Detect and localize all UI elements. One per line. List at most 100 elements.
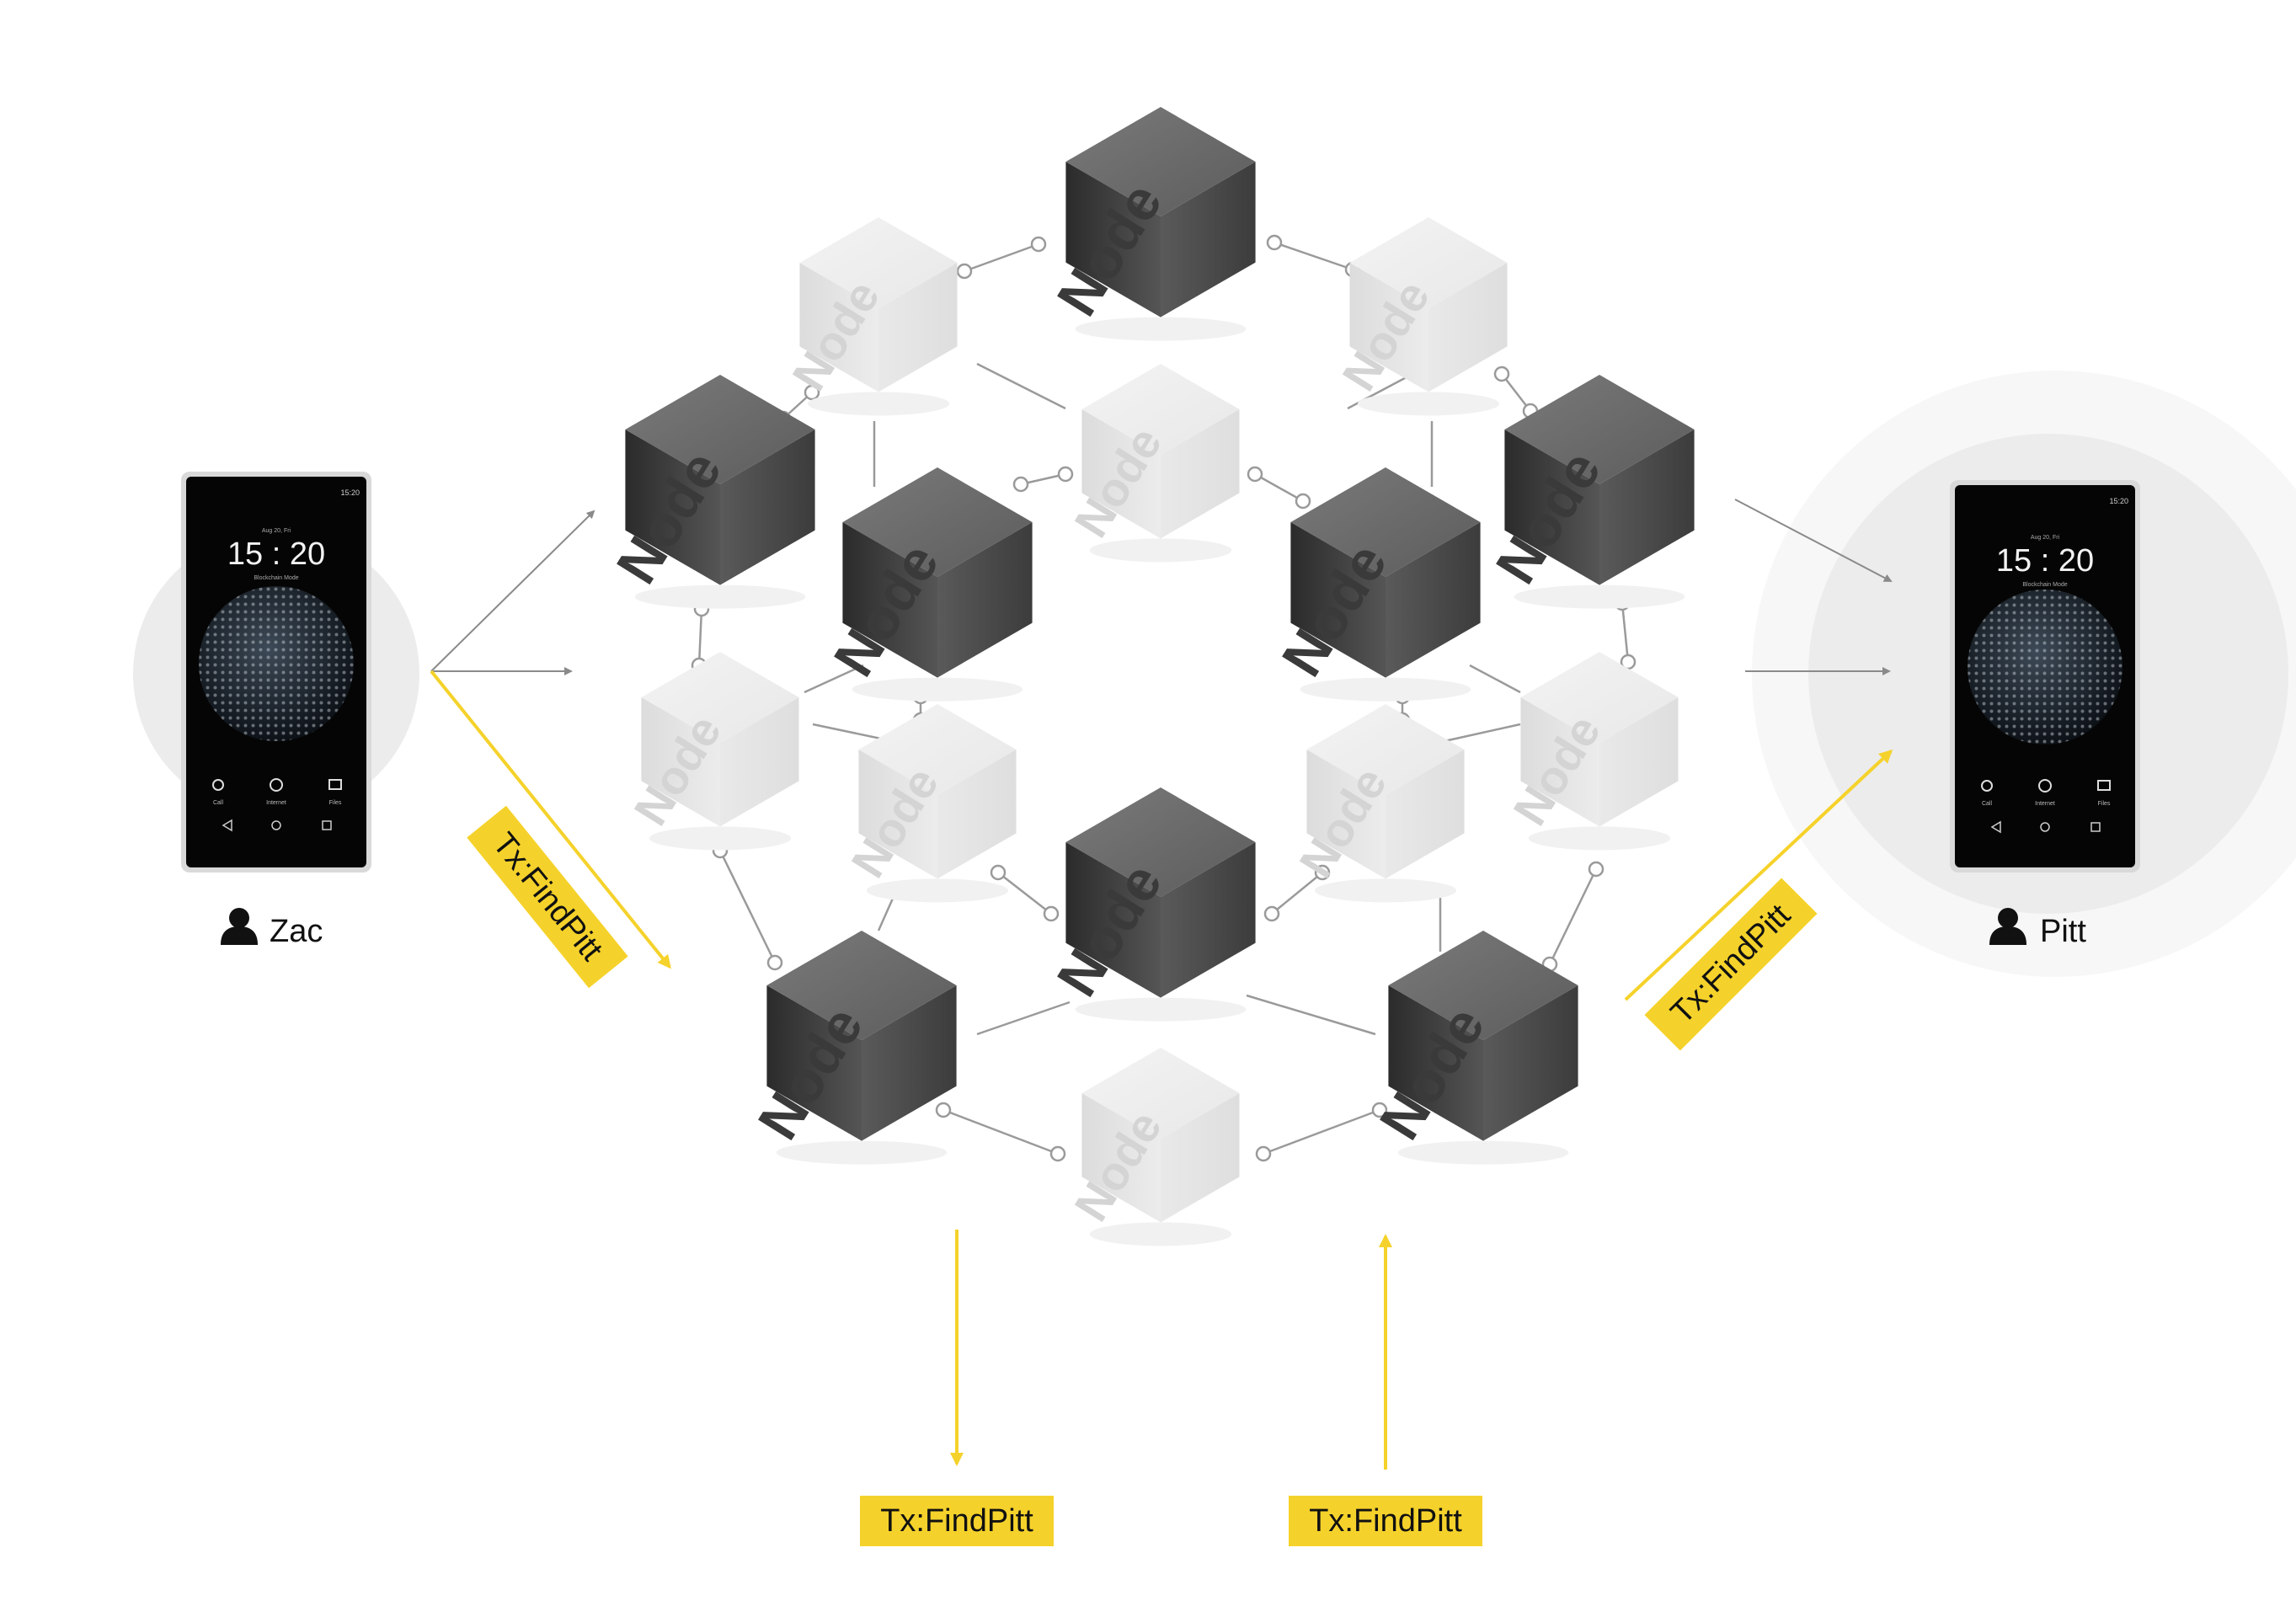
node-shadow <box>1314 878 1457 903</box>
node-cube-idle: Node <box>1503 652 1679 851</box>
node-face-right <box>1386 750 1465 879</box>
phone-date: Aug 20, Fri <box>262 528 291 534</box>
transaction-tag-bg <box>1644 878 1818 1051</box>
node-face-left <box>1388 985 1483 1141</box>
link-endpoint <box>1493 366 1510 382</box>
node-face-right <box>1386 522 1481 678</box>
node-face-left <box>1290 522 1386 678</box>
link-endpoint <box>1295 493 1311 510</box>
node-cube-active: Node <box>1484 375 1695 609</box>
node-link <box>1501 373 1531 412</box>
phone-files-icon <box>328 779 342 790</box>
node-link <box>1246 994 1376 1036</box>
dock-files: Files <box>329 800 342 806</box>
node-shadow <box>1075 997 1247 1022</box>
node-link <box>1263 1108 1380 1155</box>
node-face-top <box>1388 931 1578 1040</box>
node-cube-active: Node <box>1270 467 1481 702</box>
dock-internet: Internet <box>2035 801 2055 807</box>
broadcast-arrow <box>1734 499 1893 582</box>
node-link <box>976 362 1066 410</box>
receiver-name: Pitt <box>2040 914 2086 949</box>
transaction-tag-bg <box>467 805 628 989</box>
status-time: 15:20 <box>2109 497 2128 505</box>
link-endpoint <box>1255 1145 1272 1162</box>
node-face-right <box>1428 263 1508 392</box>
node-face-top <box>1520 652 1679 743</box>
node-cube-active: Node <box>822 467 1033 702</box>
phone-mode: Blockchain Mode <box>254 575 298 581</box>
node-shadow <box>1397 1140 1569 1165</box>
transaction-arrow <box>430 670 671 969</box>
phone-internet-icon <box>2038 779 2052 792</box>
link-endpoint <box>804 384 820 401</box>
link-endpoint <box>956 263 973 280</box>
node-face-right <box>1599 697 1679 827</box>
link-endpoint <box>1263 905 1280 922</box>
dock-call: Call <box>213 800 224 806</box>
node-face-top <box>1065 107 1256 216</box>
node-shadow <box>776 1140 948 1165</box>
node-face-top <box>1349 217 1508 308</box>
node-face-right <box>862 985 957 1141</box>
transaction-arrow <box>1624 749 1893 1001</box>
node-link <box>997 872 1052 915</box>
node-face-left <box>1520 697 1599 827</box>
node-cube-idle: Node <box>782 217 958 416</box>
phone-call-icon <box>1981 780 1993 792</box>
node-face-right <box>720 697 799 827</box>
node-face-right <box>1161 842 1256 998</box>
link-endpoint <box>1057 466 1074 483</box>
node-face-left <box>1504 430 1599 585</box>
phone-files-icon <box>2097 780 2111 791</box>
node-shadow <box>866 878 1009 903</box>
link-endpoint <box>766 954 783 971</box>
link-endpoint <box>1030 236 1047 253</box>
node-face-top <box>1081 1048 1240 1139</box>
node-face-right <box>1483 985 1578 1141</box>
node-link <box>1548 868 1598 965</box>
node-shadow <box>1075 317 1247 341</box>
node-cube-active: Node <box>1368 931 1578 1165</box>
node-link <box>964 243 1039 273</box>
phone-clock: 15 : 20 <box>227 536 325 572</box>
node-face-right <box>1599 430 1695 585</box>
node-face-top <box>1290 467 1481 577</box>
node-shadow <box>1357 392 1500 416</box>
node-cube-active: Node <box>1045 107 1256 341</box>
receiver-label: Pitt <box>1989 908 2086 949</box>
node-face-right <box>937 522 1033 678</box>
link-endpoint <box>1314 864 1331 881</box>
node-face-left <box>1065 842 1161 998</box>
node-link <box>976 1001 1071 1036</box>
node-shadow <box>1089 1222 1232 1246</box>
node-face-right <box>1161 162 1256 318</box>
node-face-left <box>766 985 862 1141</box>
node-link <box>1621 602 1630 663</box>
sender-label: Zac <box>221 908 323 949</box>
transaction-tag-text: Tx:FindPitt <box>486 826 610 968</box>
node-face-top <box>625 375 815 484</box>
phone-date: Aug 20, Fri <box>2031 535 2060 541</box>
phone-internet-icon <box>270 778 283 792</box>
transaction-tag-bg <box>1289 1496 1482 1546</box>
node-cube-active: Node <box>1045 787 1256 1022</box>
globe-dots <box>1968 590 2122 744</box>
node-face-right <box>937 750 1017 879</box>
node-link <box>804 664 864 694</box>
transaction-tag-text: Tx:FindPitt <box>1664 898 1797 1031</box>
node-face-left <box>641 697 720 827</box>
node-cube-idle: Node <box>1064 1048 1240 1246</box>
node-link <box>1254 472 1304 503</box>
node-face-top <box>766 931 957 1040</box>
transaction-tag-text: Tx:FindPitt <box>1309 1503 1462 1539</box>
link-endpoint <box>1266 234 1283 251</box>
node-shadow <box>649 826 792 851</box>
node-shadow <box>634 584 806 609</box>
node-face-right <box>1161 1093 1240 1223</box>
node-shadow <box>1514 584 1685 609</box>
link-endpoint <box>1371 1102 1388 1118</box>
receiver-phone: 15:20 Aug 20, Fri 15 : 20 Blockchain Mod… <box>1950 480 2140 873</box>
nav-back-icon <box>1990 820 2001 834</box>
nav-back-icon <box>222 819 232 832</box>
